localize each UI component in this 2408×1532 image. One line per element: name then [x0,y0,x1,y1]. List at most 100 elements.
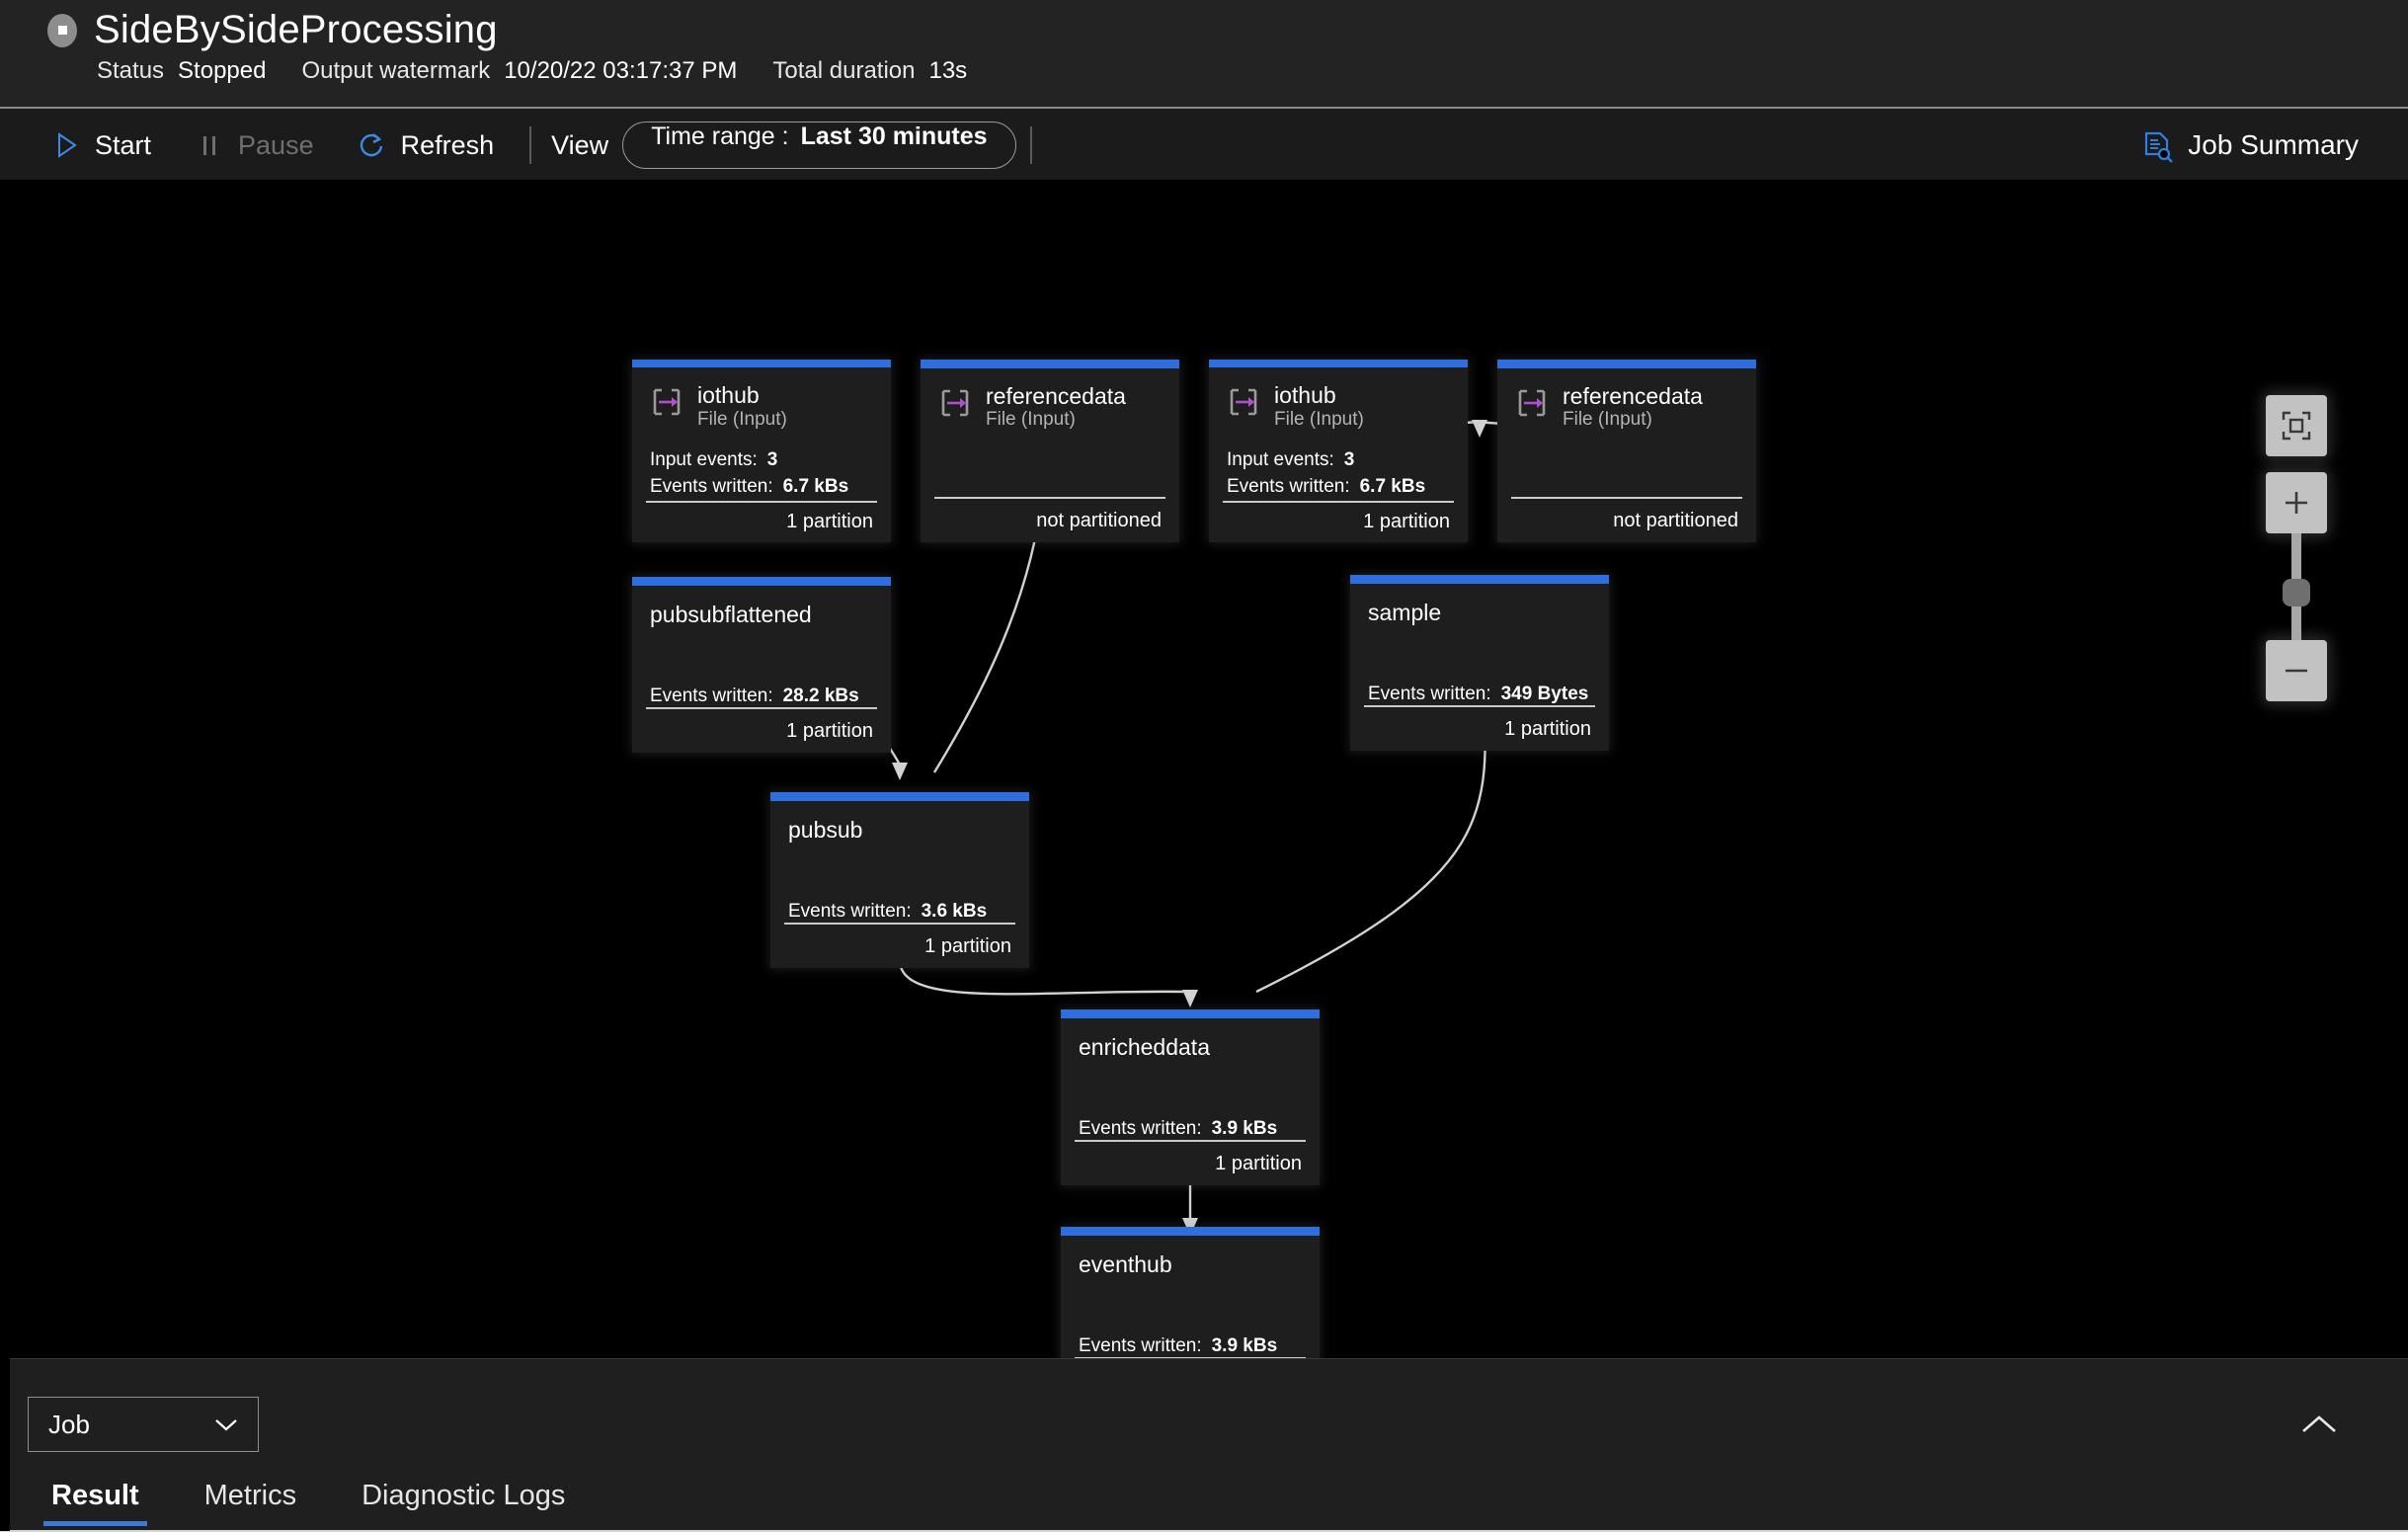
input-arrow-icon [650,385,683,419]
zoom-in-button[interactable] [2266,472,2327,533]
stat-key: Events written: [1079,1118,1202,1139]
minus-icon [2286,669,2307,673]
bottom-tabs: Result Metrics Diagnostic Logs [43,1480,573,1526]
node-accent-bar [1350,575,1609,584]
pause-label: Pause [238,129,314,160]
node-name: enricheddata [1079,1034,1210,1060]
stat-row: Events written:28.2 kBs [650,683,859,710]
node-divider [784,923,1015,925]
node-title-group: iothub File (Input) [1274,383,1364,430]
refresh-icon [358,130,387,160]
toolbar-divider-2 [1029,126,1032,164]
time-range-selector[interactable]: Time range : Last 30 minutes [622,121,1016,169]
node-divider [1511,497,1742,499]
node-accent-bar [632,577,891,586]
time-range-label: Time range : [651,122,789,150]
node-footer: 1 partition [924,934,1011,957]
job-toolbar: Start Pause Refresh View Time range : La… [0,111,2408,180]
stat-value: 3 [1343,448,1355,470]
node-title-group: referencedata File (Input) [986,383,1126,431]
job-diagram-canvas[interactable]: iothub File (Input) Input events: 3 Event… [0,180,2408,1358]
stat-row: Input events: 3 [650,446,873,474]
node-title-group: referencedata File (Input) [1563,383,1703,431]
plus-icon [2286,492,2307,514]
node-header: referencedata File (Input) [938,383,1162,431]
node-body: pubsub Events written:3.6 kBs [770,801,1029,923]
node-name: iothub [697,382,760,409]
toolbar-divider-1 [529,126,532,164]
start-button[interactable]: Start [30,111,173,180]
collapse-panel-button[interactable] [2291,1407,2347,1446]
node-footer: not partitioned [1036,509,1162,531]
node-name: referencedata [1563,383,1703,409]
status-label: Status [97,57,165,84]
page-title: SideBySideProcessing [94,8,498,51]
job-meta-row: Status Stopped Output watermark 10/20/22… [97,57,967,85]
zoom-out-button[interactable] [2266,640,2327,701]
node-subtitle: File (Input) [1274,408,1364,430]
stat-value: 3.6 kBs [921,901,988,922]
zoom-slider-track[interactable] [2283,533,2310,640]
node-footer: 1 partition [1504,717,1591,740]
node-stats: Input events: 3 Events written:6.7 kBs [1227,446,1450,501]
stat-value: 3.9 kBs [1211,1335,1278,1356]
refresh-label: Refresh [400,129,495,160]
node-subtitle: File (Input) [986,409,1076,431]
stat-value: 3 [766,448,778,470]
tab-metrics[interactable]: Metrics [203,1480,297,1511]
node-divider [934,497,1165,499]
node-accent-bar [770,792,1029,801]
job-summary-button[interactable]: Job Summary [2140,129,2398,163]
status-value: Stopped [178,57,267,84]
node-subtitle: File (Input) [1563,409,1652,431]
stat-row: Events written: 3.9 kBs [1079,1115,1277,1143]
stat-key: Input events: [1227,448,1334,470]
node-name: pubsub [788,817,863,843]
input-arrow-icon [1515,386,1549,420]
stat-value: 3.9 kBs [1211,1118,1278,1139]
zoom-slider-handle[interactable] [2283,579,2310,606]
node-stats: Input events: 3 Events written:6.7 kBs [650,446,873,501]
pause-button[interactable]: Pause [173,111,336,180]
diagram-node-referencedata-input-1[interactable]: referencedata File (Input) not partition… [921,360,1179,542]
tab-diagnostic-logs[interactable]: Diagnostic Logs [361,1480,566,1511]
node-body: referencedata File (Input) [921,368,1179,497]
node-name: referencedata [986,383,1126,409]
node-header: iothub File (Input) [1227,383,1450,430]
node-name: eventhub [1079,1251,1172,1277]
diagram-node-eventhub-step[interactable]: eventhub Events written:3.9 kBs 1 partit… [1061,1227,1320,1358]
node-name: sample [1368,600,1442,625]
node-name: iothub [1274,382,1336,409]
stat-row: Events written:3.9 kBs [1079,1332,1277,1358]
node-name: pubsubflattened [650,602,812,627]
stat-key: Input events: [650,448,758,470]
bottom-panel: Job Result Metrics Diagnostic Logs [0,1358,2408,1532]
diagram-node-enricheddata[interactable]: enricheddata Events written: 3.9 kBs 1 pa… [1061,1009,1320,1185]
diagram-node-pubsubflattened[interactable]: pubsubflattened Events written:28.2 kBs … [632,577,891,753]
node-accent-bar [1061,1009,1320,1018]
node-body: referencedata File (Input) [1497,368,1756,497]
diagram-node-iothub-input-2[interactable]: iothub File (Input) Input events: 3 Event… [1209,360,1468,542]
node-accent-bar [1497,360,1756,368]
node-footer: 1 partition [1215,1152,1302,1174]
node-stats: Events written:28.2 kBs [650,683,859,710]
refresh-button[interactable]: Refresh [336,111,517,180]
stat-row: Events written:6.7 kBs [650,473,873,501]
scope-select[interactable]: Job [28,1397,259,1452]
node-body: iothub File (Input) Input events: 3 Event… [1209,367,1468,500]
canvas-zoom-controls[interactable] [2266,395,2327,701]
node-stats: Events written:3.6 kBs [788,898,987,926]
document-search-icon [2140,130,2174,163]
diagram-node-pubsub[interactable]: pubsub Events written:3.6 kBs 1 partitio… [770,792,1029,968]
stat-row: Events written:6.7 kBs [1227,473,1450,501]
diagram-node-sample[interactable]: sample Events written:349 Bytes 1 partit… [1350,575,1609,751]
tab-result[interactable]: Result [43,1480,147,1526]
diagram-node-referencedata-input-2[interactable]: referencedata File (Input) not partition… [1497,360,1756,542]
node-accent-bar [921,360,1179,368]
time-range-value: Last 30 minutes [800,122,988,150]
job-header: SideBySideProcessing Status Stopped Outp… [0,0,2408,109]
stat-key: Events written: [1368,684,1491,704]
diagram-node-iothub-input-1[interactable]: iothub File (Input) Input events:3 Event… [632,360,891,542]
fit-to-screen-button[interactable] [2266,395,2327,456]
input-arrow-icon [1227,385,1260,419]
